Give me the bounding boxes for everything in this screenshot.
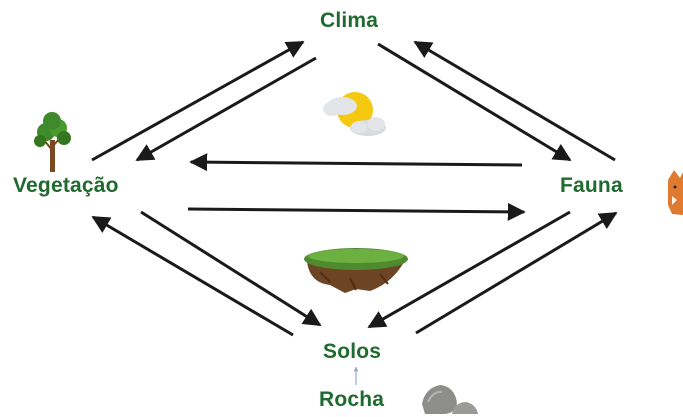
arrow-fauna-to-solos [369,212,570,327]
arrow-vegetacao-to-solos [141,212,320,325]
arrow-vegetacao-to-clima [92,42,303,160]
arrow-solos-to-vegetacao [93,217,293,335]
sun-cloud-icon [323,92,386,136]
rock-icon [422,385,478,414]
floating-soil-island-icon [304,248,408,293]
arrow-fauna-to-vegetacao [191,162,522,165]
node-rocha: Rocha [319,388,384,412]
node-clima: Clima [320,9,378,33]
node-vegetacao: Vegetação [13,174,119,198]
node-fauna: Fauna [560,174,623,198]
arrow-clima-to-vegetacao [137,58,316,160]
arrow-fauna-to-clima [415,42,615,160]
node-solos: Solos [323,340,381,364]
arrow-solos-to-fauna [416,213,616,333]
fox-icon [668,170,683,215]
tree-icon [34,112,71,172]
arrow-clima-to-fauna [378,44,570,160]
arrow-vegetacao-to-fauna [188,209,524,212]
